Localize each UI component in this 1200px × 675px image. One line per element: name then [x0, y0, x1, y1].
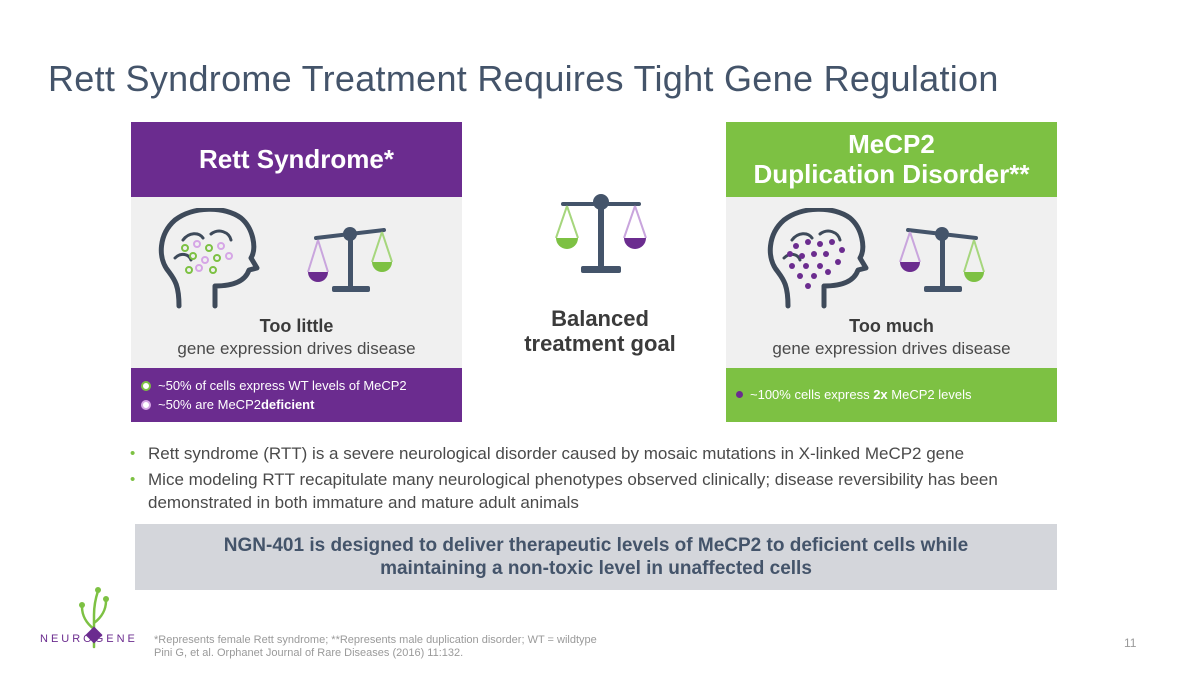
- mecp2-duplication-panel: MeCP2 Duplication Disorder** Too much ge…: [726, 122, 1057, 422]
- green-dot-icon: [141, 380, 151, 391]
- brain-sparse-icon: [158, 208, 260, 309]
- mecp2-duplication-header: MeCP2 Duplication Disorder**: [726, 122, 1057, 197]
- rett-syndrome-panel: Rett Syndrome* Too little gene expressio…: [131, 122, 462, 422]
- page-number: 11: [1124, 636, 1137, 650]
- purple-dot-icon: [736, 391, 743, 398]
- body-bullet: Rett syndrome (RTT) is a severe neurolog…: [130, 442, 1080, 465]
- left-caption-sub: gene expression drives disease: [177, 339, 416, 358]
- pink-dot-icon: [141, 399, 151, 410]
- left-bullet-1: ~50% of cells express WT levels of MeCP2: [141, 378, 407, 393]
- slide-title: Rett Syndrome Treatment Requires Tight G…: [48, 58, 999, 99]
- key-message-callout: NGN-401 is designed to deliver therapeut…: [135, 524, 1057, 590]
- brain-dense-icon: [767, 208, 869, 309]
- neurogene-logo: [79, 587, 109, 649]
- body-bullets: Rett syndrome (RTT) is a severe neurolog…: [130, 442, 1080, 517]
- left-bullet-2: ~50% are MeCP2 deficient: [141, 397, 314, 412]
- right-caption-strong: Too much: [849, 316, 934, 336]
- mecp2-duplication-footer: ~100% cells express 2x MeCP2 levels: [726, 368, 1057, 422]
- left-caption-strong: Too little: [259, 316, 334, 336]
- right-caption-sub: gene expression drives disease: [772, 339, 1011, 358]
- logo-wordmark: NEUROGENE: [40, 633, 138, 645]
- scale-tipped-icon: [307, 227, 393, 292]
- footnote: *Represents female Rett syndrome; **Repr…: [154, 634, 597, 659]
- balanced-treatment-caption: Balanced treatment goal: [524, 306, 676, 356]
- body-bullet: Mice modeling RTT recapitulate many neur…: [130, 468, 1080, 514]
- balanced-scale-icon: [555, 194, 647, 273]
- right-bullet-1: ~100% cells express 2x MeCP2 levels: [736, 387, 971, 402]
- scale-tipped-icon: [899, 227, 985, 292]
- rett-syndrome-header: Rett Syndrome*: [131, 122, 462, 197]
- rett-syndrome-footer: ~50% of cells express WT levels of MeCP2…: [131, 368, 462, 422]
